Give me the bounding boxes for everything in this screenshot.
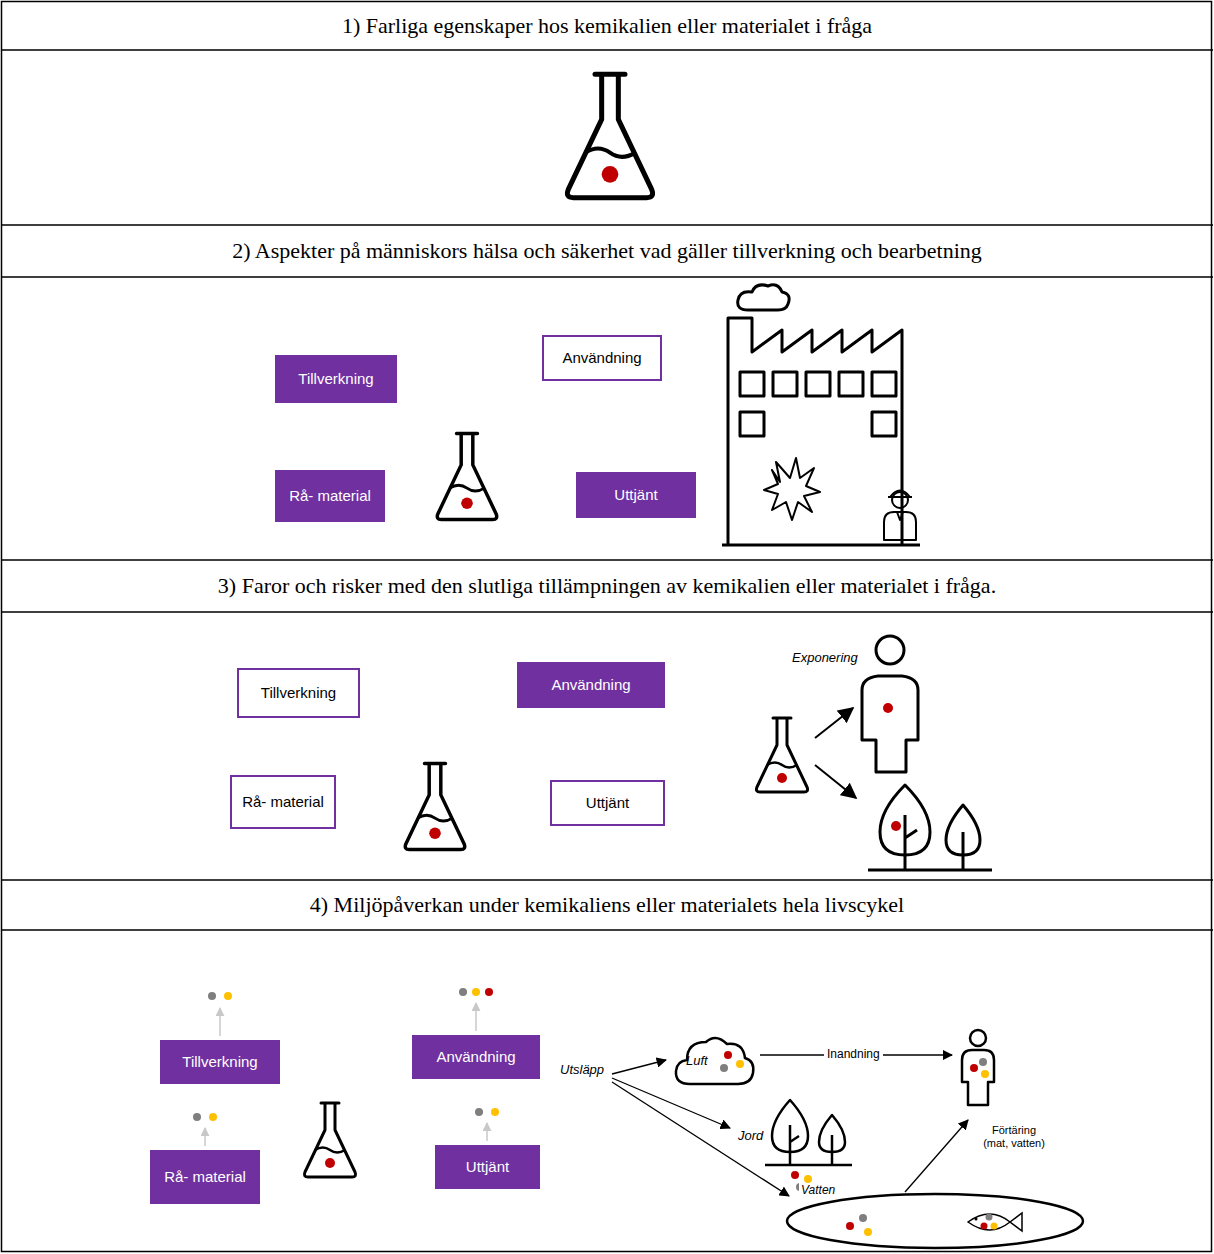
box-label: Tillverkning (298, 370, 373, 388)
water-dots (846, 1214, 872, 1236)
box-label: Rå- material (289, 487, 371, 505)
factory-icon (722, 285, 920, 545)
chemical-dot (891, 821, 901, 831)
header-band: 2) Aspekter på människors hälsa och säke… (2, 226, 1212, 276)
person-icon (862, 636, 918, 772)
header-band: 4) Miljöpåverkan under kemikaliens eller… (2, 881, 1212, 929)
pathway-arrows (612, 1055, 968, 1196)
stage-box: Användning (517, 662, 665, 708)
box-label: Uttjänt (614, 486, 657, 504)
annotation-label: Förtäring (mat, vatten) (978, 1124, 1050, 1150)
box-label: Rå- material (164, 1168, 246, 1186)
flask-icon (756, 718, 807, 792)
header-band: 1) Farliga egenskaper hos kemikalien ell… (2, 2, 1212, 50)
flask-icon (405, 763, 464, 849)
box-label: Uttjänt (466, 1158, 509, 1176)
flask-icon (437, 433, 496, 519)
water-outline (785, 1192, 1085, 1250)
section-heading: 4) Miljöpåverkan under kemikaliens eller… (310, 892, 904, 918)
stage-box-outline: Uttjänt (550, 780, 665, 826)
stage-box: Uttjänt (435, 1145, 540, 1189)
fish-icon (968, 1213, 1022, 1231)
annotation-label: Jord (738, 1128, 763, 1143)
box-label: Användning (551, 676, 630, 694)
water-body: Vatten (785, 1192, 1085, 1250)
air-dots (720, 1051, 744, 1072)
box-label: Tillverkning (261, 684, 336, 702)
stage-box-outline: Tillverkning (237, 668, 360, 718)
flask-icon (304, 1103, 355, 1177)
box-label: Uttjänt (586, 794, 629, 812)
box-label: Tillverkning (182, 1053, 257, 1071)
box-label: Rå- material (242, 793, 324, 811)
annotation-label: Utsläpp (560, 1062, 604, 1077)
box-label: Vatten (799, 1183, 837, 1197)
box-label: Användning (562, 349, 641, 367)
header-band: 3) Faror och risker med den slutliga til… (2, 561, 1212, 611)
chemical-dot (883, 703, 893, 713)
stage-box: Tillverkning (275, 355, 397, 403)
box-label: Användning (436, 1048, 515, 1066)
box-label: Luft (686, 1053, 708, 1068)
stage-box: Rå- material (150, 1150, 260, 1204)
cloud-outline (672, 1030, 756, 1090)
annotation-label: Inandning (824, 1047, 883, 1061)
flask-icon (567, 74, 652, 197)
section-heading: 1) Farliga egenskaper hos kemikalien ell… (342, 13, 872, 39)
exposure-arrows (815, 708, 856, 798)
annotation-label: Exponering (792, 650, 858, 665)
section-heading: 3) Faror och risker med den slutliga til… (218, 573, 996, 599)
stage-box-outline: Användning (542, 335, 662, 381)
section-heading: 2) Aspekter på människors hälsa och säke… (232, 238, 982, 264)
tree-icon (765, 1100, 852, 1165)
stage-box: Rå- material (275, 470, 385, 522)
body-dots (970, 1058, 989, 1078)
air-cloud: Luft (672, 1030, 756, 1090)
stage-box: Användning (412, 1035, 540, 1079)
stage-box-outline: Rå- material (230, 775, 336, 829)
stage-box: Uttjänt (576, 472, 696, 518)
person-icon (962, 1030, 994, 1105)
stage-box: Tillverkning (160, 1040, 280, 1084)
tree-icon (868, 785, 992, 870)
